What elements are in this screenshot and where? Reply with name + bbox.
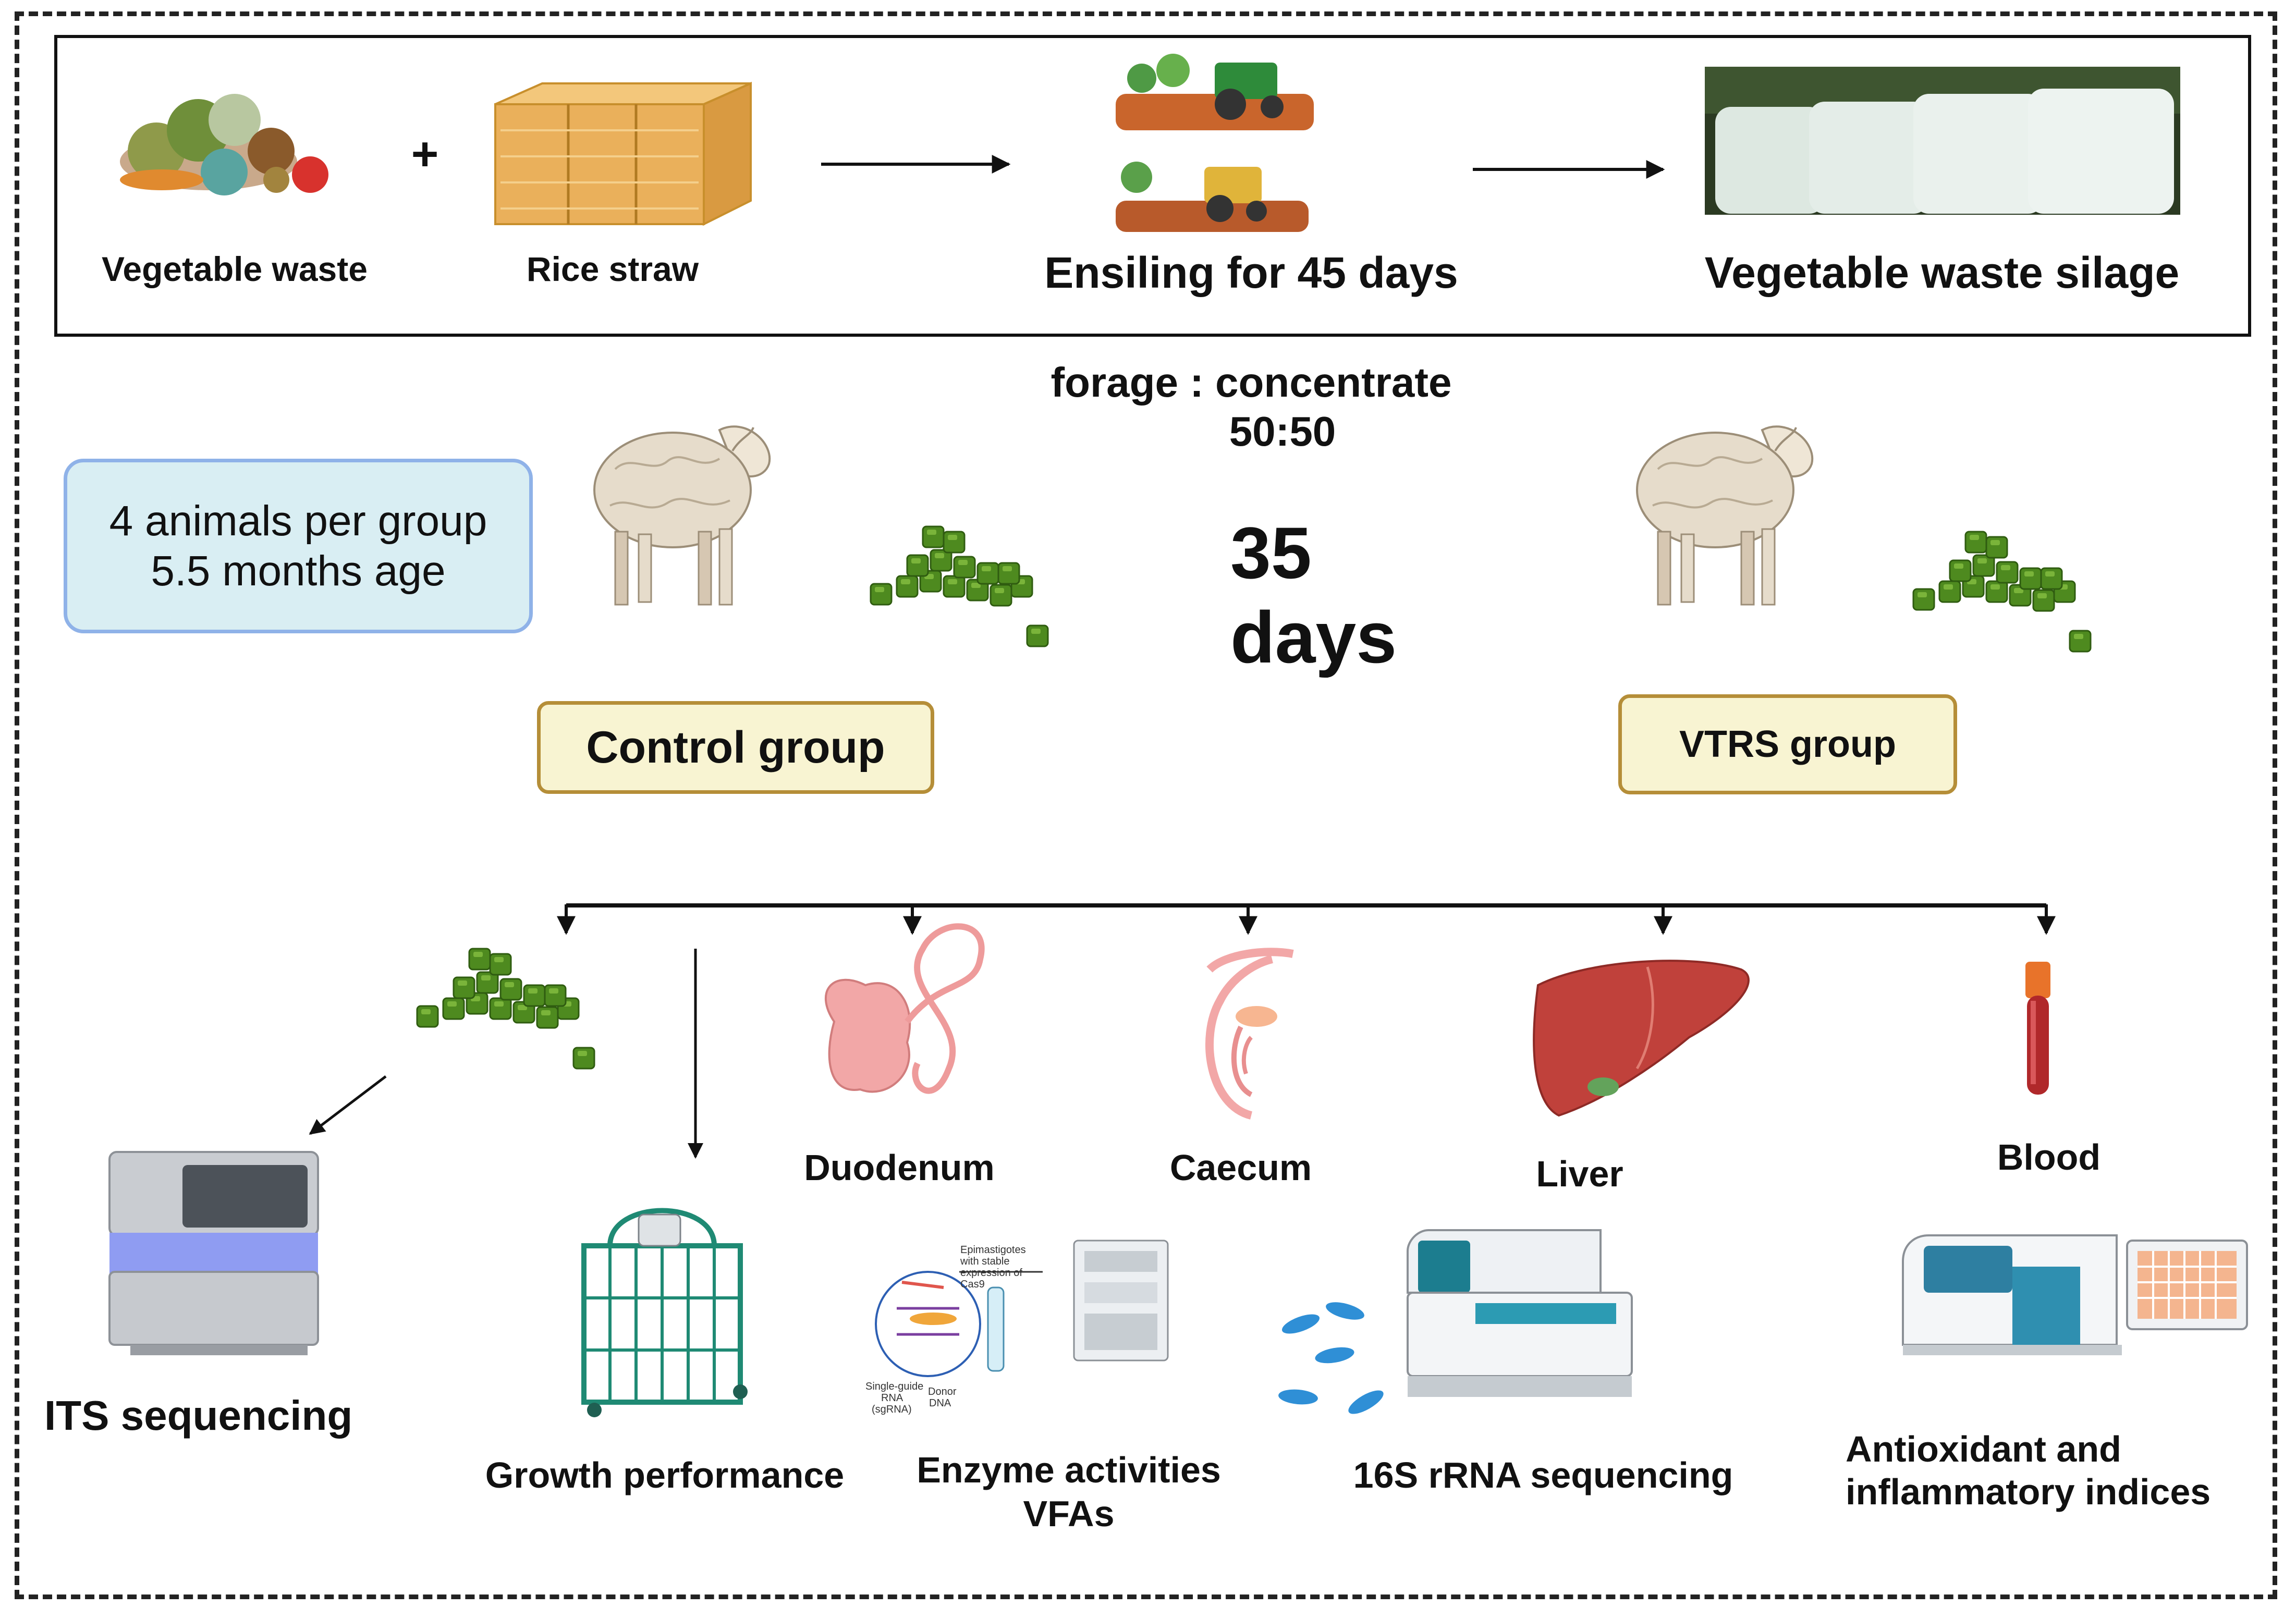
control-sheep-icon: [593, 425, 771, 606]
crispr-donor-label-2: DNA: [929, 1397, 951, 1409]
caecum-icon: [1205, 948, 1294, 1120]
liver-label: Liver: [1536, 1154, 1623, 1194]
crispr-sgrna-label: Single-guide: [865, 1381, 923, 1392]
inflammatory-indices-label: inflammatory indices: [1846, 1471, 2211, 1512]
crispr-epimastigotes-label-2: with stable: [960, 1256, 1010, 1267]
blood-label: Blood: [1997, 1137, 2101, 1178]
blood-tube-icon: [2025, 962, 2050, 1095]
ratio-value: 50:50: [1229, 408, 1336, 455]
rice-straw-bale-icon: [494, 81, 752, 226]
its-sequencer-icon: [108, 1151, 319, 1355]
antioxidant-label: Antioxidant and: [1846, 1429, 2121, 1469]
bacteria-icons: [1278, 1302, 1384, 1414]
duodenum-label: Duodenum: [804, 1147, 995, 1188]
caecum-label: Caecum: [1169, 1147, 1312, 1188]
outer-dashed-border: [15, 11, 2277, 1599]
duration-unit: days: [1230, 596, 1397, 678]
rrna-sequencer-icon: [1407, 1229, 1633, 1397]
ensiling-label: Ensiling for 45 days: [1044, 248, 1458, 297]
rrna-sequencing-label: 16S rRNA sequencing: [1353, 1455, 1733, 1495]
growth-performance-label: Growth performance: [485, 1455, 845, 1495]
silage-label: Vegetable waste silage: [1704, 248, 2180, 297]
silage-preparation-panel: [54, 35, 2251, 337]
enzyme-activities-label: Enzyme activities: [917, 1450, 1221, 1490]
vtrs-sheep-icon: [1636, 425, 1814, 606]
ensiling-tractor-icon: [1116, 54, 1314, 232]
liver-icon: [1533, 960, 1750, 1117]
crispr-sgrna-label-3: (sgRNA): [872, 1404, 912, 1415]
duodenum-icon: [824, 923, 985, 1094]
animal-count-text: 4 animals per group: [109, 497, 487, 545]
vfas-label: VFAs: [1023, 1493, 1115, 1534]
crispr-epimastigotes-label: Epimastigotes: [960, 1244, 1026, 1256]
plus-sign: +: [411, 128, 439, 180]
duration-number: 35: [1230, 512, 1312, 594]
rice-straw-label: Rice straw: [526, 250, 699, 288]
crispr-epimastigotes-label-4: Cas9: [960, 1279, 985, 1290]
control-group-label: Control group: [586, 722, 885, 772]
animal-info-box: 4 animals per group 5.5 months age: [64, 459, 533, 633]
vegetable-waste-label: Vegetable waste: [102, 250, 368, 288]
feed-sample-pellets-icon: [417, 949, 594, 1069]
animal-age-text: 5.5 months age: [151, 547, 446, 595]
vtrs-group-label: VTRS group: [1679, 723, 1896, 765]
silage-bales-photo: [1705, 67, 2180, 215]
vtrs-feed-pellets-icon: [1913, 532, 2091, 652]
crispr-epimastigotes-label-3: expression of: [960, 1267, 1022, 1279]
enzyme-assay-illustration: Epimastigotes with stable expression of …: [865, 1240, 1169, 1415]
spectrophotometer-icon: [1902, 1234, 2122, 1355]
microplate-icon: [2126, 1240, 2248, 1330]
crispr-sgrna-label-2: RNA: [881, 1392, 903, 1404]
vtrs-group-box: VTRS group: [1618, 694, 1957, 794]
its-sequencing-label: ITS sequencing: [44, 1392, 353, 1439]
sampling-branch-lines: [309, 903, 2056, 1159]
vegetable-waste-icon: [120, 94, 328, 195]
control-feed-pellets-icon: [871, 526, 1048, 646]
weighing-cage-icon: [581, 1208, 748, 1417]
forage-concentrate-label: forage : concentrate: [1051, 359, 1452, 406]
crispr-donor-label: Donor: [928, 1386, 957, 1397]
control-group-box: Control group: [537, 701, 934, 794]
